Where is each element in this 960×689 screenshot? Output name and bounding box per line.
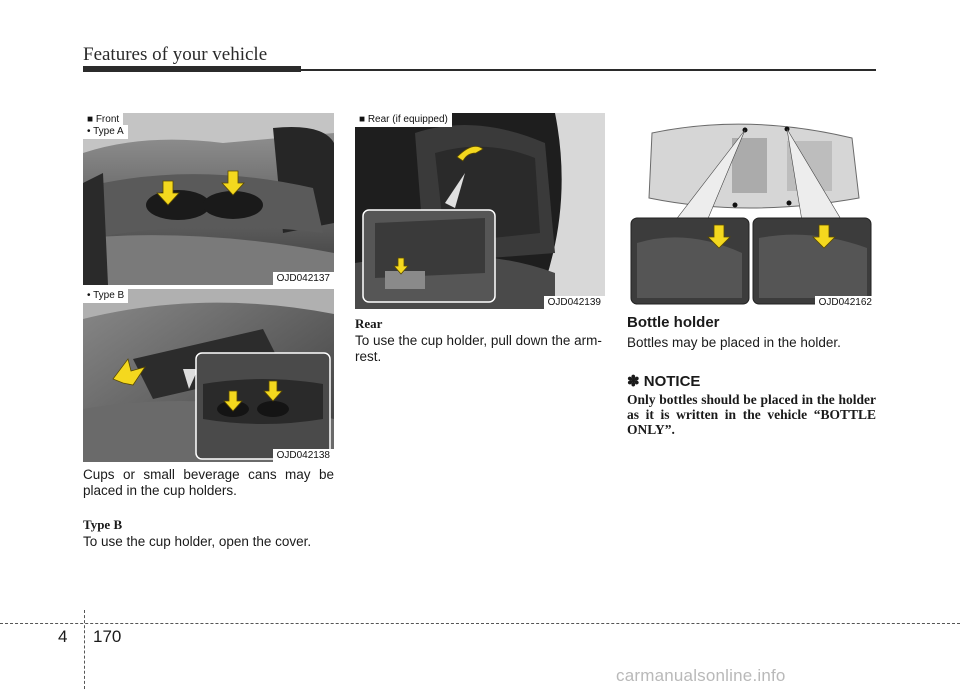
rear-paragraph: To use the cup holder, pull down the arm… [355,333,602,364]
bottle-holder-paragraph: Bottles may be placed in the holder. [627,335,841,350]
figure-type-tag: • Type B [83,289,129,303]
bottle-holder-heading: Bottle holder [627,314,720,331]
figure-code: OJD042139 [543,296,605,309]
cup-holder-paragraph: Cups or small beverage cans may be place… [83,467,334,498]
figure-code: OJD042138 [272,449,334,462]
figure-code: OJD042162 [814,296,876,309]
figure-type-tag: • Type A [83,125,128,139]
footer-divider [84,610,85,689]
figure-rear: ■ Rear (if equipped) OJD042139 [355,113,605,309]
rear-heading: Rear [355,316,383,331]
type-b-paragraph: To use the cup holder, open the cover. [83,534,312,549]
figure-code: OJD042137 [272,272,334,285]
figure-front-type-a: ■ Front • Type A OJD042137 [83,113,334,285]
watermark: carmanualsonline.info [616,666,786,685]
figure-front-type-b: • Type B OJD042138 [83,289,334,462]
page-number: 170 [93,627,122,646]
page-header-title: Features of your vehicle [83,44,268,65]
notice-paragraph: Only bottles should be placed in the hol… [627,392,876,437]
header-rule-thin [301,69,876,71]
chapter-number: 4 [58,627,68,646]
figure-bottle-holder: OJD042162 [627,113,876,309]
footer-rule [0,623,960,624]
figure-section-tag: ■ Front [83,113,124,127]
notice-heading: ✽ NOTICE [627,373,701,390]
figure-section-tag: ■ Rear (if equipped) [355,113,452,127]
header-rule-thick [83,66,301,72]
type-b-heading: Type B [83,517,123,532]
